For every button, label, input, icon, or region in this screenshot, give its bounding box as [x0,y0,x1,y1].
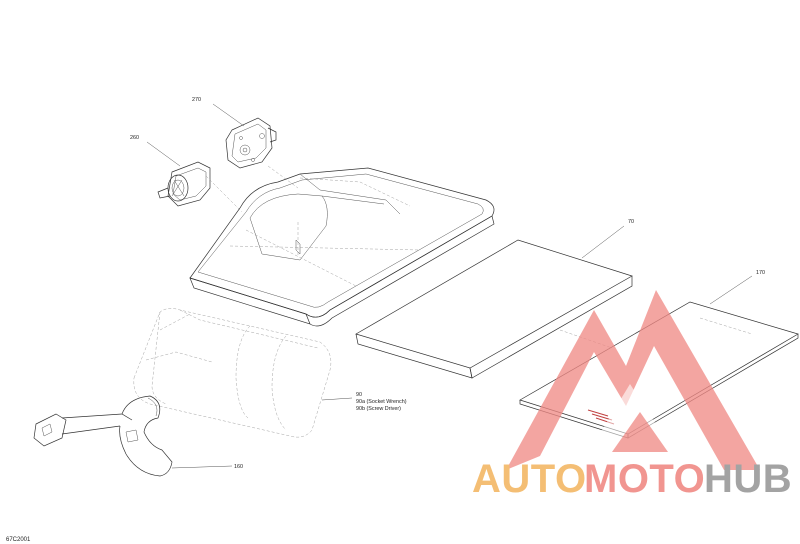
callout-70: 70 [628,219,634,225]
part-270-cover [225,117,277,169]
storage-tray [189,167,495,327]
watermark-hub: HUB [704,457,792,501]
callout-260: 260 [130,135,139,141]
leader-170 [709,275,753,305]
leader-270 [212,103,245,127]
part-70-pad [355,239,633,379]
callout-90b: 90b (Screw Driver) [356,406,401,412]
callout-90: 90 [356,392,362,398]
callout-270: 270 [192,97,201,103]
leader-90 [321,397,353,401]
part-260-plug [157,161,211,207]
watermark-moto: MOTO [584,457,705,501]
leader-160 [171,465,233,469]
callout-90a: 90a (Socket Wrench) [356,399,407,405]
callout-160: 160 [234,464,243,470]
callout-170: 170 [756,270,765,276]
leader-260 [146,141,181,167]
part-160-wrench [33,395,173,477]
watermark-logo: AUTO MOTO HUB [472,290,792,501]
part-90-tool-bag [133,308,332,438]
drawing-code: 67C2001 [6,537,31,543]
leader-70 [581,225,625,259]
watermark-auto: AUTO [472,457,587,501]
